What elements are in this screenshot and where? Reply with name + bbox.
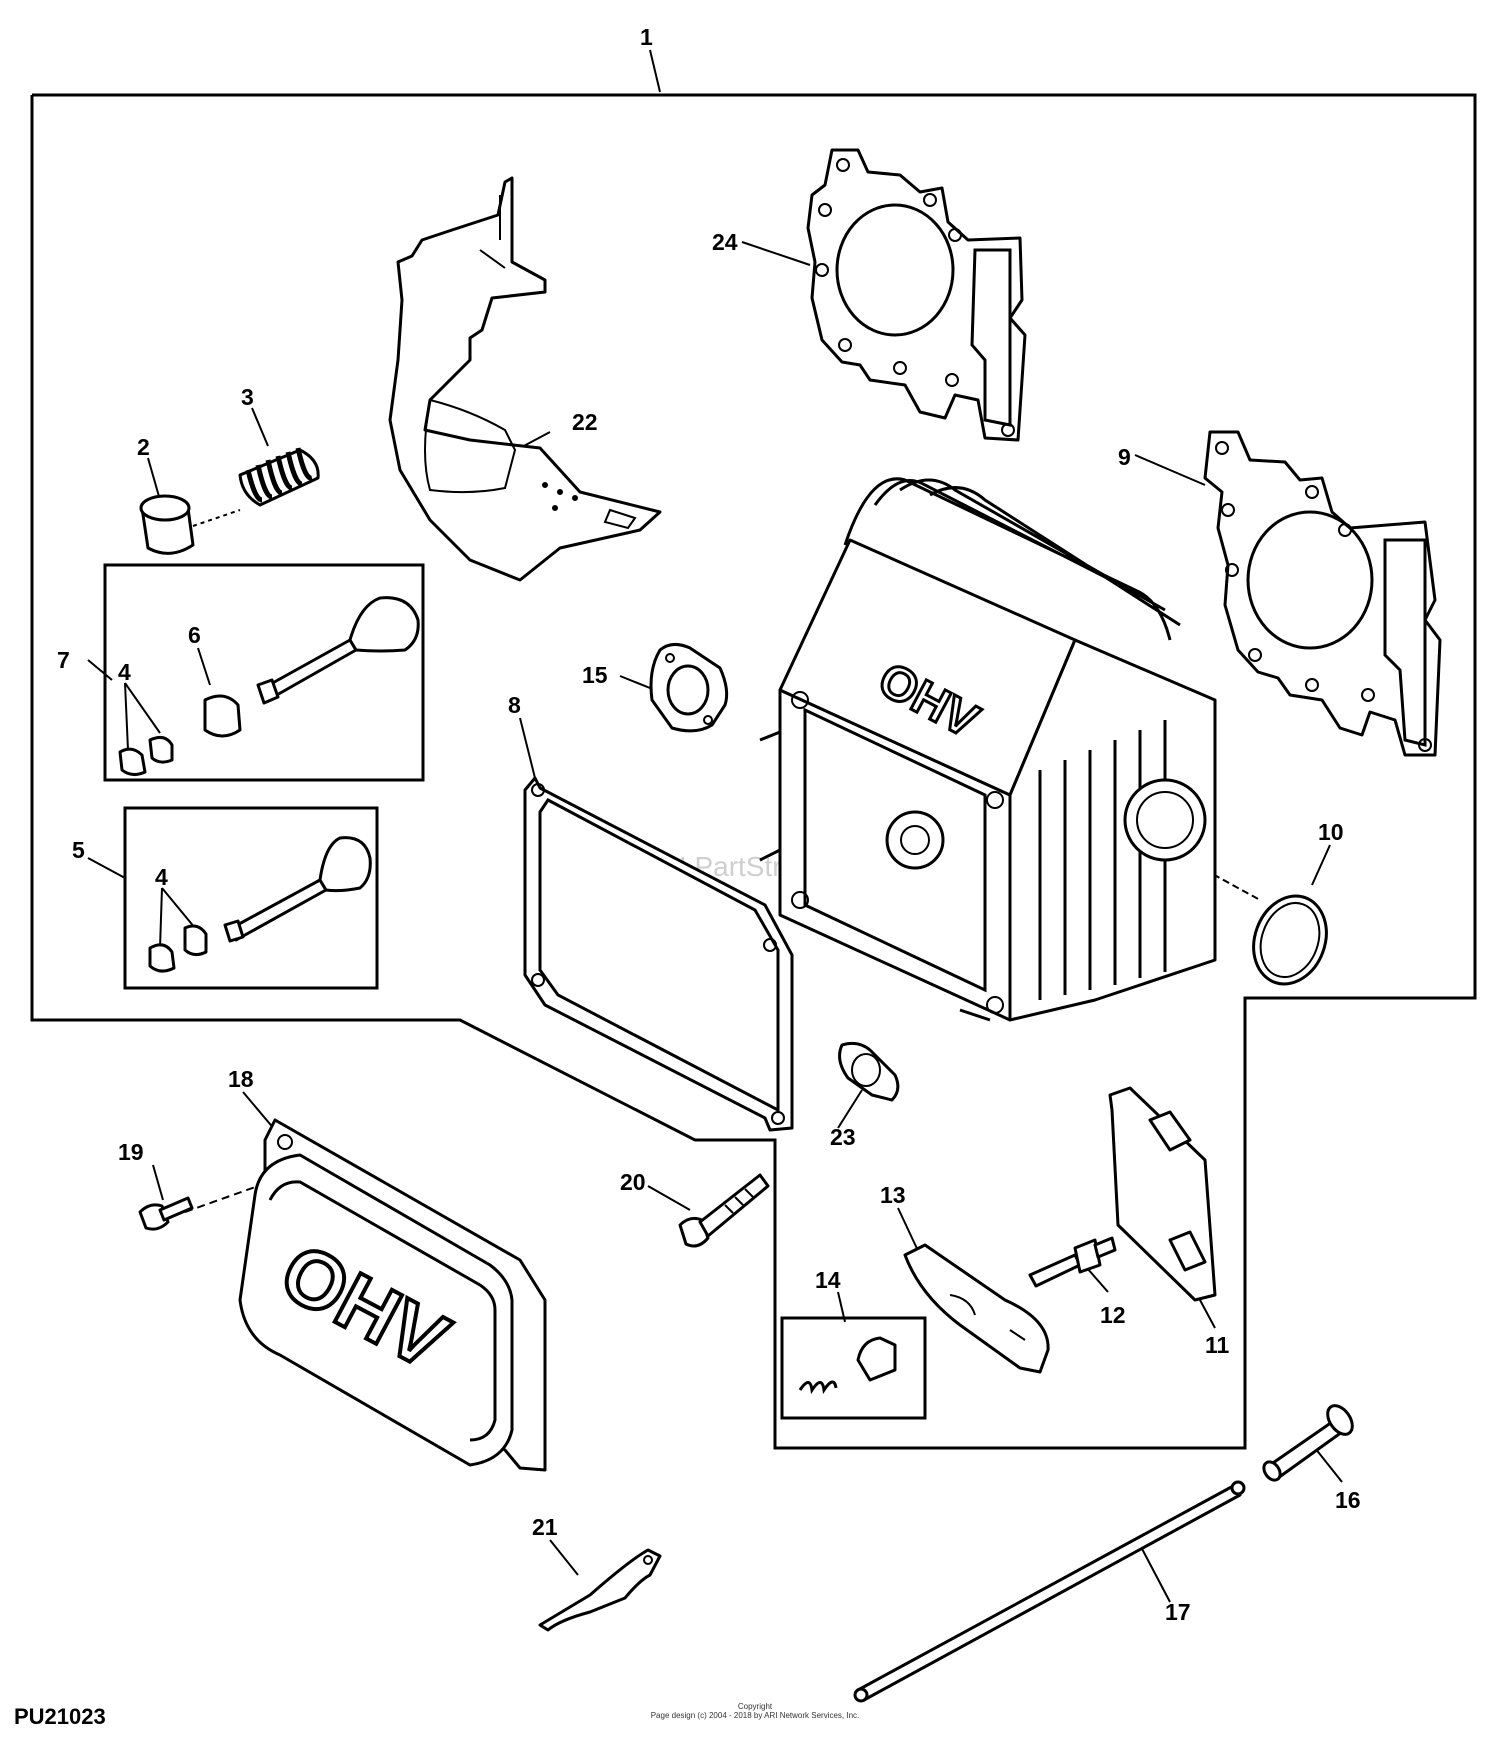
callout-10: 10 bbox=[1318, 819, 1344, 845]
part-15-exhaust-gasket[interactable] bbox=[649, 643, 729, 733]
callout-3: 3 bbox=[241, 384, 254, 410]
callout-22: 22 bbox=[572, 409, 598, 435]
part-2-valve-cap[interactable] bbox=[139, 494, 241, 555]
part-24-head-gasket[interactable] bbox=[806, 148, 1027, 442]
callout-11: 11 bbox=[1205, 1332, 1230, 1358]
callout-4a: 4 bbox=[118, 659, 131, 685]
part-13-rocker-arm[interactable] bbox=[903, 1243, 1050, 1374]
callout-12: 12 bbox=[1100, 1302, 1126, 1328]
copyright-line-1: Copyright bbox=[737, 1702, 773, 1711]
leader-lines bbox=[87, 49, 1343, 1603]
part-17-push-rod[interactable] bbox=[853, 1480, 1246, 1703]
part-14-kit[interactable] bbox=[780, 1316, 927, 1420]
part-12-rocker-stud[interactable] bbox=[1028, 1236, 1117, 1288]
kit-boundary bbox=[30, 93, 1477, 1450]
callout-1: 1 bbox=[640, 24, 653, 50]
part-16-pin[interactable] bbox=[1261, 1401, 1358, 1483]
callout-19: 19 bbox=[118, 1139, 144, 1165]
callout-6: 6 bbox=[188, 622, 201, 648]
callout-20: 20 bbox=[620, 1169, 646, 1195]
callout-8: 8 bbox=[508, 692, 521, 718]
part-11-guide-plate[interactable] bbox=[1108, 1086, 1217, 1302]
part-9-head-gasket[interactable] bbox=[1203, 430, 1442, 757]
callout-15: 15 bbox=[582, 662, 608, 688]
part-20-bolt[interactable] bbox=[678, 1173, 770, 1248]
callout-23: 23 bbox=[830, 1124, 856, 1150]
callout-18: 18 bbox=[228, 1066, 254, 1092]
callout-2: 2 bbox=[137, 434, 150, 460]
part-8-cover-gasket[interactable] bbox=[523, 776, 794, 1132]
callout-7: 7 bbox=[57, 647, 70, 673]
callout-labels: 1 2 3 4 4 5 6 7 8 9 10 11 12 13 14 15 16… bbox=[57, 24, 1361, 1625]
part-7-valve-kit[interactable] bbox=[103, 563, 425, 782]
callout-16: 16 bbox=[1335, 1487, 1361, 1513]
callout-4b: 4 bbox=[155, 864, 168, 890]
part-22-shield[interactable] bbox=[388, 176, 662, 582]
callout-24: 24 bbox=[712, 229, 738, 255]
callout-13: 13 bbox=[880, 1182, 906, 1208]
part-18-valve-cover[interactable]: OHV bbox=[238, 1118, 547, 1472]
callout-14: 14 bbox=[815, 1267, 841, 1293]
part-5-valve-kit[interactable] bbox=[123, 806, 379, 990]
part-19-screw[interactable] bbox=[138, 1196, 194, 1231]
callout-9: 9 bbox=[1118, 444, 1131, 470]
cylinder-head-assembly: OHV bbox=[759, 477, 1217, 1022]
copyright-line-2: Page design (c) 2004 - 2018 by ARI Netwo… bbox=[650, 1711, 860, 1720]
figure-id: PU21023 bbox=[14, 1704, 106, 1729]
part-21-bracket[interactable] bbox=[538, 1548, 662, 1632]
copyright-notice: Copyright Page design (c) 2004 - 2018 by… bbox=[650, 1702, 860, 1720]
callout-17: 17 bbox=[1165, 1599, 1191, 1625]
part-3-valve-spring[interactable] bbox=[238, 447, 320, 507]
callout-5: 5 bbox=[72, 837, 85, 863]
part-10-o-ring[interactable] bbox=[1242, 886, 1339, 995]
callout-21: 21 bbox=[532, 1514, 558, 1540]
part-23-gasket[interactable] bbox=[838, 1041, 900, 1102]
